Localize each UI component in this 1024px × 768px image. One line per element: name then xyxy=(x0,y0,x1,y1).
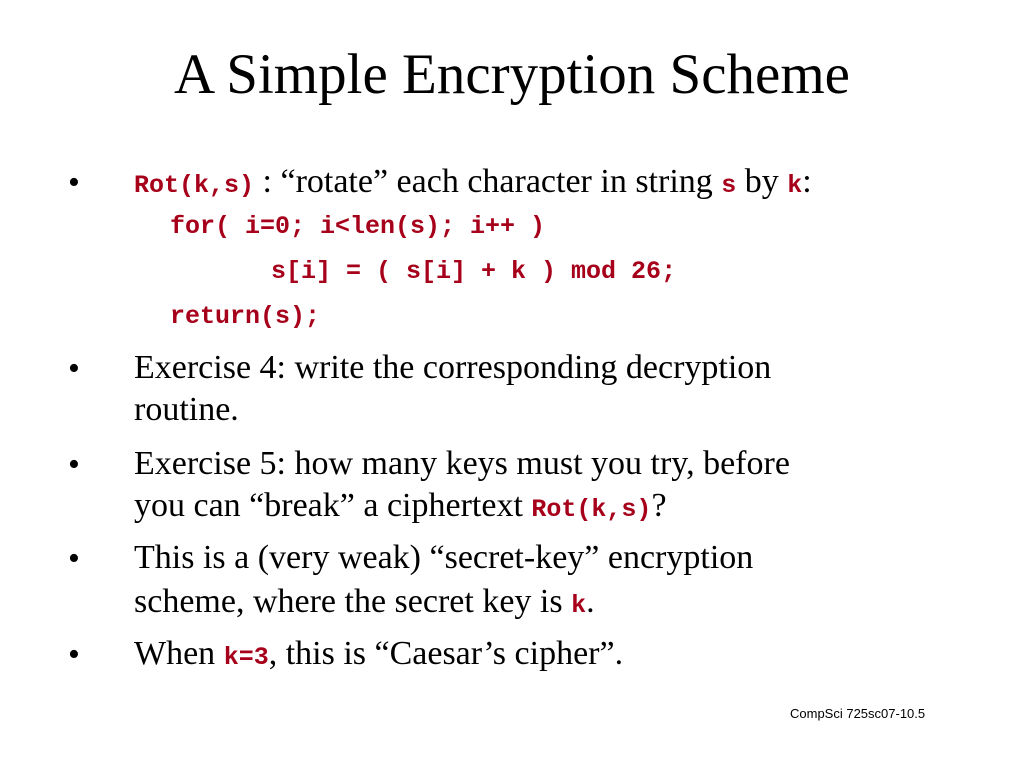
bullet-2-line-2: routine. xyxy=(134,391,239,428)
bullet-1-text-c: : xyxy=(802,163,812,200)
bullet-5-text-b: , this is “Caesar’s cipher”. xyxy=(268,635,624,672)
slide-title: A Simple Encryption Scheme xyxy=(174,43,850,106)
rot-ciphertext-code: Rot(k,s) xyxy=(531,495,652,524)
bullet-5-line: When k=3, this is “Caesar’s cipher”. xyxy=(134,634,623,678)
bullet-marker: • xyxy=(68,164,80,201)
bullet-marker: • xyxy=(68,446,80,483)
code-line-return: return(s); xyxy=(170,302,321,331)
string-var-code: s xyxy=(721,171,737,200)
bullet-3-line-1: Exercise 5: how many keys must you try, … xyxy=(134,445,790,482)
bullet-2-line-1: Exercise 4: write the corresponding decr… xyxy=(134,349,772,386)
secret-key-code: k xyxy=(571,591,587,620)
code-line-assign: s[i] = ( s[i] + k ) mod 26; xyxy=(271,257,677,286)
bullet-5-text-a: When xyxy=(134,635,224,672)
bullet-marker: • xyxy=(68,636,80,673)
key-var-code: k xyxy=(787,171,803,200)
bullet-1-line: Rot(k,s) : “rotate” each character in st… xyxy=(134,162,812,206)
caesar-key-code: k=3 xyxy=(223,643,269,672)
bullet-marker: • xyxy=(68,350,80,387)
bullet-marker: • xyxy=(68,540,80,577)
bullet-3-text: you can “break” a ciphertext xyxy=(134,487,532,524)
bullet-3-end: ? xyxy=(651,487,667,524)
rot-function-code: Rot(k,s) xyxy=(134,171,255,200)
bullet-4-end: . xyxy=(586,583,595,620)
bullet-1-text-b: by xyxy=(736,163,788,200)
bullet-1-text-a: : “rotate” each character in string xyxy=(254,163,722,200)
code-line-for: for( i=0; i<len(s); i++ ) xyxy=(170,212,546,241)
bullet-4-text: scheme, where the secret key is xyxy=(134,583,572,620)
slide-footer: CompSci 725sc07-10.5 xyxy=(790,706,926,721)
bullet-3-line-2: you can “break” a ciphertext Rot(k,s)? xyxy=(134,486,667,530)
bullet-4-line-1: This is a (very weak) “secret-key” encry… xyxy=(134,539,754,576)
bullet-4-line-2: scheme, where the secret key is k. xyxy=(134,582,595,626)
